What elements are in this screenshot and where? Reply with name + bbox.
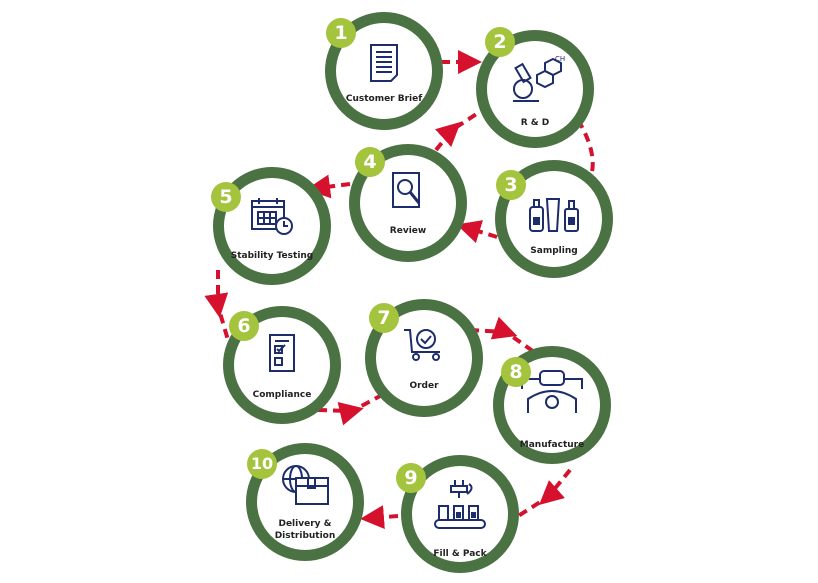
step-number-badge: 8 xyxy=(501,357,531,387)
document-magnifier-icon xyxy=(392,172,421,208)
step-number-badge: 10 xyxy=(247,449,277,479)
step-review: Review xyxy=(349,144,467,262)
step-label: R & D xyxy=(520,118,550,128)
step-label: Order xyxy=(409,381,439,391)
arrow-4-5 xyxy=(306,174,351,199)
step-label: Fill & Pack xyxy=(433,549,487,559)
arrow-3-4 xyxy=(456,220,498,244)
step-label: Review xyxy=(389,226,427,236)
svg-text:CH: CH xyxy=(555,55,565,63)
step-label: Manufacture xyxy=(519,440,585,450)
step-number-badge: 5 xyxy=(211,182,241,212)
arrow-6-7 xyxy=(317,393,383,426)
checklist-icon xyxy=(269,334,295,372)
step-number-badge: 9 xyxy=(396,463,426,493)
step-number-badge: 4 xyxy=(355,147,385,177)
step-label: Stability Testing xyxy=(230,251,314,261)
globe-box-icon xyxy=(282,465,329,505)
cart-check-icon xyxy=(404,329,440,361)
calendar-clock-icon xyxy=(251,198,293,235)
arrow-8-9 xyxy=(513,468,572,520)
arrow-7-8 xyxy=(469,316,536,354)
step-number-badge: 7 xyxy=(369,303,399,333)
document-icon xyxy=(370,44,398,82)
step-number-badge: 1 xyxy=(326,18,356,48)
step-label: Delivery & Distribution xyxy=(274,519,336,541)
step-label: Customer Brief xyxy=(345,94,423,104)
step-number-badge: 6 xyxy=(229,311,259,341)
step-number-badge: 3 xyxy=(496,170,526,200)
microscope-molecule-icon: CH xyxy=(513,55,565,102)
arrow-5-6 xyxy=(204,270,230,341)
step-label: Sampling xyxy=(530,246,578,256)
step-number-badge: 2 xyxy=(485,27,515,57)
cosmetic-bottles-icon xyxy=(529,198,579,232)
conveyor-bottles-icon xyxy=(434,480,486,529)
step-label: Compliance xyxy=(252,390,312,400)
step-stability-testing: Stability Testing xyxy=(213,167,331,285)
arrow-9-10 xyxy=(360,505,399,530)
arrow-4-2 xyxy=(434,111,480,152)
